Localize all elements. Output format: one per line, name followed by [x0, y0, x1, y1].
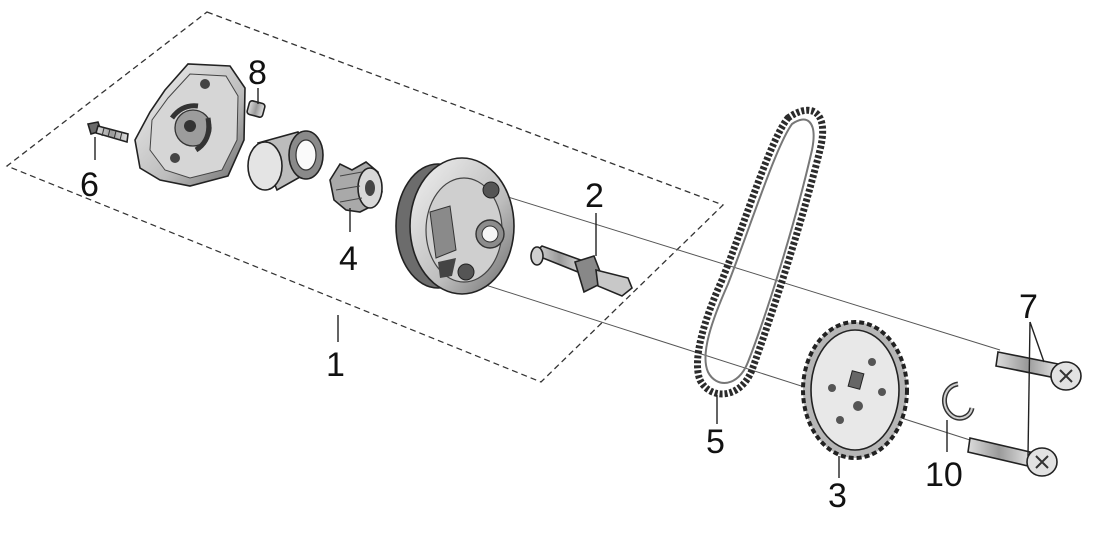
callout-2: 2: [585, 177, 604, 215]
bolt-part-7-lower: [967, 437, 1058, 477]
outer-rotor: [247, 130, 324, 192]
callout-4: 4: [339, 240, 358, 278]
inner-rotor-gear-part-4: [329, 161, 383, 213]
assembly-boundary: [5, 11, 725, 383]
pump-cover-plate: [134, 63, 246, 187]
callout-3: 3: [828, 477, 847, 515]
callout-1: 1: [326, 346, 345, 384]
callout-7: 7: [1019, 288, 1038, 326]
timing-chain-part-5: [694, 106, 827, 398]
callout-8: 8: [248, 54, 267, 92]
dowel-pin-part-8: [246, 100, 266, 118]
callout-labels: 1 2 3 4 5 6 7 8 10: [80, 54, 1038, 515]
alignment-lines: [469, 191, 1001, 441]
bolt-part-7-upper: [995, 351, 1082, 391]
pump-body: [395, 157, 515, 295]
screw-part-6: [86, 121, 129, 144]
circlip-part-10: [941, 381, 975, 421]
callout-6: 6: [80, 166, 99, 204]
sprocket-part-3: [801, 320, 909, 460]
callout-5: 5: [706, 423, 725, 461]
pump-shaft-part-2: [530, 245, 633, 297]
callout-10: 10: [925, 456, 963, 494]
leader-lines: [94, 88, 1045, 478]
